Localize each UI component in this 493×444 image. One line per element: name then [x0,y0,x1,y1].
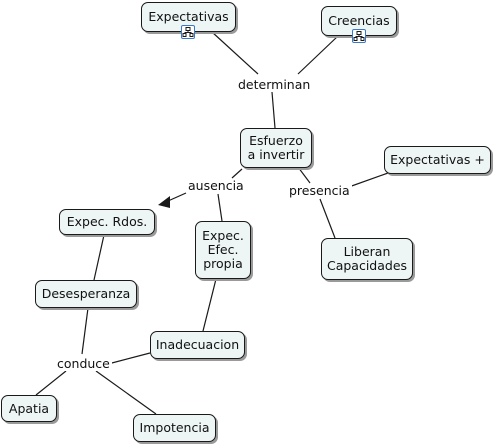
connector-ausencia-expec-efec [217,193,223,222]
link-label-determinan: determinan [236,77,313,92]
node-impotencia[interactable]: Impotencia [133,414,216,442]
hierarchy-icon [353,31,365,41]
node-inadecuacion[interactable]: Inadecuacion [150,331,245,359]
connector-conduce-apatia [35,370,67,396]
node-liberan[interactable]: Liberan Capacidades [321,238,413,280]
connector-creencias-determinan [297,35,339,75]
node-desesperanza[interactable]: Desesperanza [35,280,137,308]
expectativas-resource-icon[interactable] [181,25,195,39]
connector-determinan-esfuerzo [271,91,276,129]
hierarchy-icon [182,27,194,37]
node-expectativas-plus[interactable]: Expectativas + [384,146,491,174]
connector-expectativas-determinan [211,31,259,75]
link-label-presencia: presencia [287,183,352,198]
link-label-ausencia: ausencia [186,178,246,193]
link-label-conduce: conduce [55,356,112,371]
connector-esfuerzo-presencia [297,166,311,184]
connector-inadecuacion-conduce [107,352,151,365]
arrowhead-expec-rdos [158,196,170,208]
node-expec-efec[interactable]: Expec. Efec. propia [195,221,251,279]
connector-ausencia-expec-rdos [167,192,187,202]
creencias-resource-icon[interactable] [352,29,366,43]
connector-esfuerzo-ausencia [231,168,243,179]
connector-expec-efec-inadecuacion [202,278,217,332]
node-apatia[interactable]: Apatia [1,395,57,422]
connector-conduce-impotencia [95,370,157,415]
connector-presencia-liberan [319,198,336,239]
connector-desesperanza-conduce [81,307,89,355]
node-esfuerzo[interactable]: Esfuerzo a invertir [240,128,312,168]
connector-presencia-expectativas-plus [345,172,389,189]
connector-expec-rdos-desesperanza [93,234,105,281]
node-expec-rdos[interactable]: Expec. Rdos. [59,209,155,235]
